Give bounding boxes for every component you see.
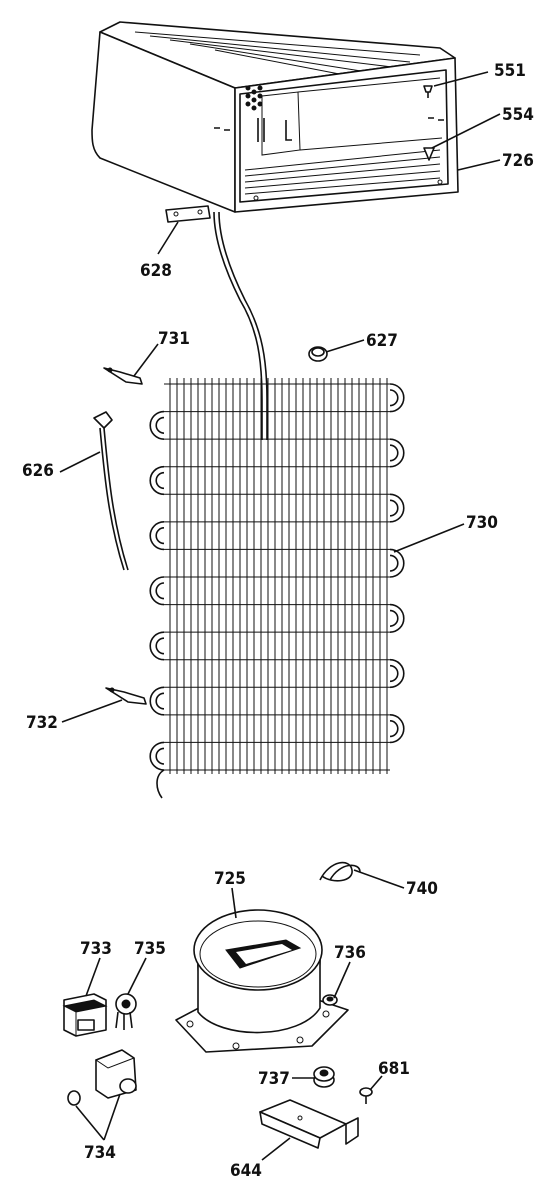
- coil-bend-inner: [155, 747, 165, 765]
- label-726: 726: [502, 151, 534, 171]
- coil-bend: [149, 521, 165, 551]
- condenser-coil-part: [149, 378, 405, 799]
- coil-bend: [149, 465, 165, 496]
- coil-bend: [389, 493, 405, 523]
- coil-bend-inner: [389, 444, 399, 462]
- grommet-627-part: [308, 346, 328, 362]
- label-734: 734: [84, 1143, 116, 1163]
- coil-outlet: [156, 769, 165, 799]
- refrigerant-tube: [213, 211, 263, 440]
- label-554: 554: [502, 105, 534, 125]
- coil-bend-inner: [155, 692, 165, 710]
- label-730: 730: [466, 513, 498, 533]
- coil-bend-inner: [389, 554, 399, 572]
- label-644: 644: [230, 1161, 262, 1181]
- compressor-part: [175, 909, 349, 1053]
- label-551: 551: [494, 61, 526, 81]
- label-627: 627: [366, 331, 398, 351]
- coil-bend: [149, 410, 165, 440]
- label-736: 736: [334, 943, 366, 963]
- clip-732-part: [105, 687, 147, 705]
- bracket-628-part: [165, 205, 211, 223]
- coil-bend-inner: [389, 499, 399, 517]
- mounting-bracket-644-part: [259, 1099, 359, 1149]
- label-681: 681: [378, 1059, 410, 1079]
- leader-lines: [59, 71, 501, 1161]
- coil-bend-inner: [155, 582, 165, 600]
- coil-bend-inner: [155, 471, 165, 490]
- coil-bend: [149, 686, 165, 716]
- label-626: 626: [22, 461, 54, 481]
- label-733: 733: [80, 939, 112, 959]
- label-628: 628: [140, 261, 172, 281]
- label-731: 731: [158, 329, 190, 349]
- coil-bend: [389, 438, 405, 468]
- wire-harness-626-part: [93, 411, 129, 571]
- label-725: 725: [214, 869, 246, 889]
- coil-bend: [389, 383, 405, 413]
- cabinet-frame-part: [91, 21, 459, 213]
- screw-681-part: [359, 1087, 373, 1104]
- coil-bend: [389, 714, 405, 744]
- label-732: 732: [26, 713, 58, 733]
- coil-bend: [389, 603, 405, 633]
- coil-bend-inner: [155, 527, 165, 545]
- clip-731-part: [103, 367, 143, 385]
- coil-bend: [149, 631, 165, 661]
- coil-bend-inner: [155, 416, 165, 434]
- overload-735-part: [115, 993, 137, 1030]
- coil-bend-inner: [155, 637, 165, 655]
- label-735: 735: [134, 939, 166, 959]
- spring-clip-740-part: [319, 861, 361, 882]
- screw-551-part: [423, 85, 433, 98]
- coil-bend-inner: [389, 720, 399, 738]
- coil-bend: [389, 658, 405, 689]
- coil-bend-inner: [389, 389, 399, 407]
- coil-bend: [149, 576, 165, 606]
- coil-bend-inner: [389, 609, 399, 627]
- coil-bend-inner: [389, 664, 399, 683]
- screw-554-part: [423, 147, 435, 161]
- coil-bend: [389, 548, 405, 578]
- terminal-cover-734-part: [67, 1049, 137, 1106]
- label-740: 740: [406, 879, 438, 899]
- label-737: 737: [258, 1069, 290, 1089]
- coil-bend: [149, 741, 165, 771]
- relay-733-part: [62, 993, 108, 1037]
- grommet-737-part: [313, 1066, 335, 1088]
